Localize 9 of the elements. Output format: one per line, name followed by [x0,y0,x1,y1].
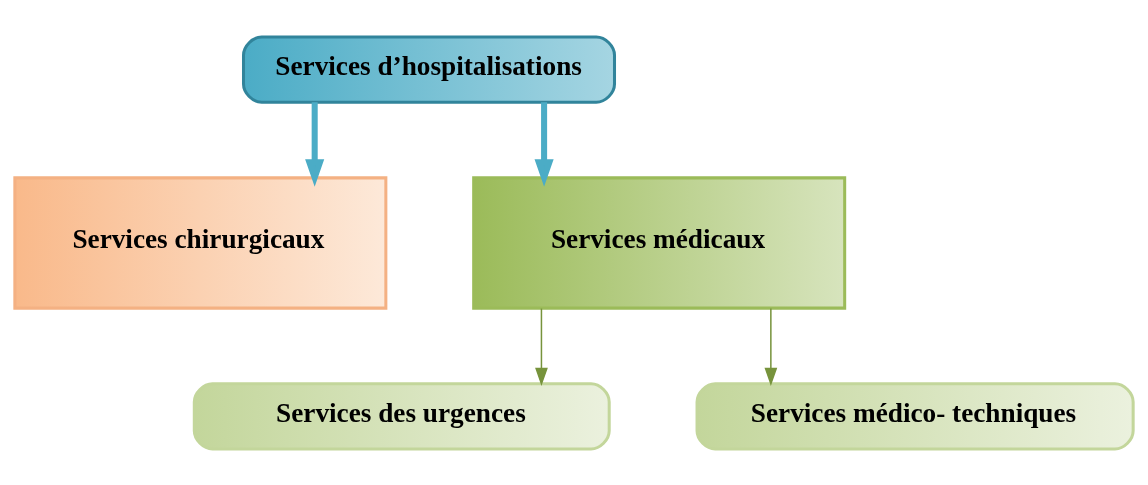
node-box: Services des urgences [192,381,611,450]
arrow [305,101,325,187]
node-box: Services chirurgicaux [13,175,388,310]
node-box: Services médicaux [472,175,847,310]
arrow [535,307,548,386]
arrow [764,307,778,386]
node-box: Services médico- techniques [695,381,1135,450]
arrow [534,101,554,187]
node-box: Services d’hospitalisations [242,35,617,104]
